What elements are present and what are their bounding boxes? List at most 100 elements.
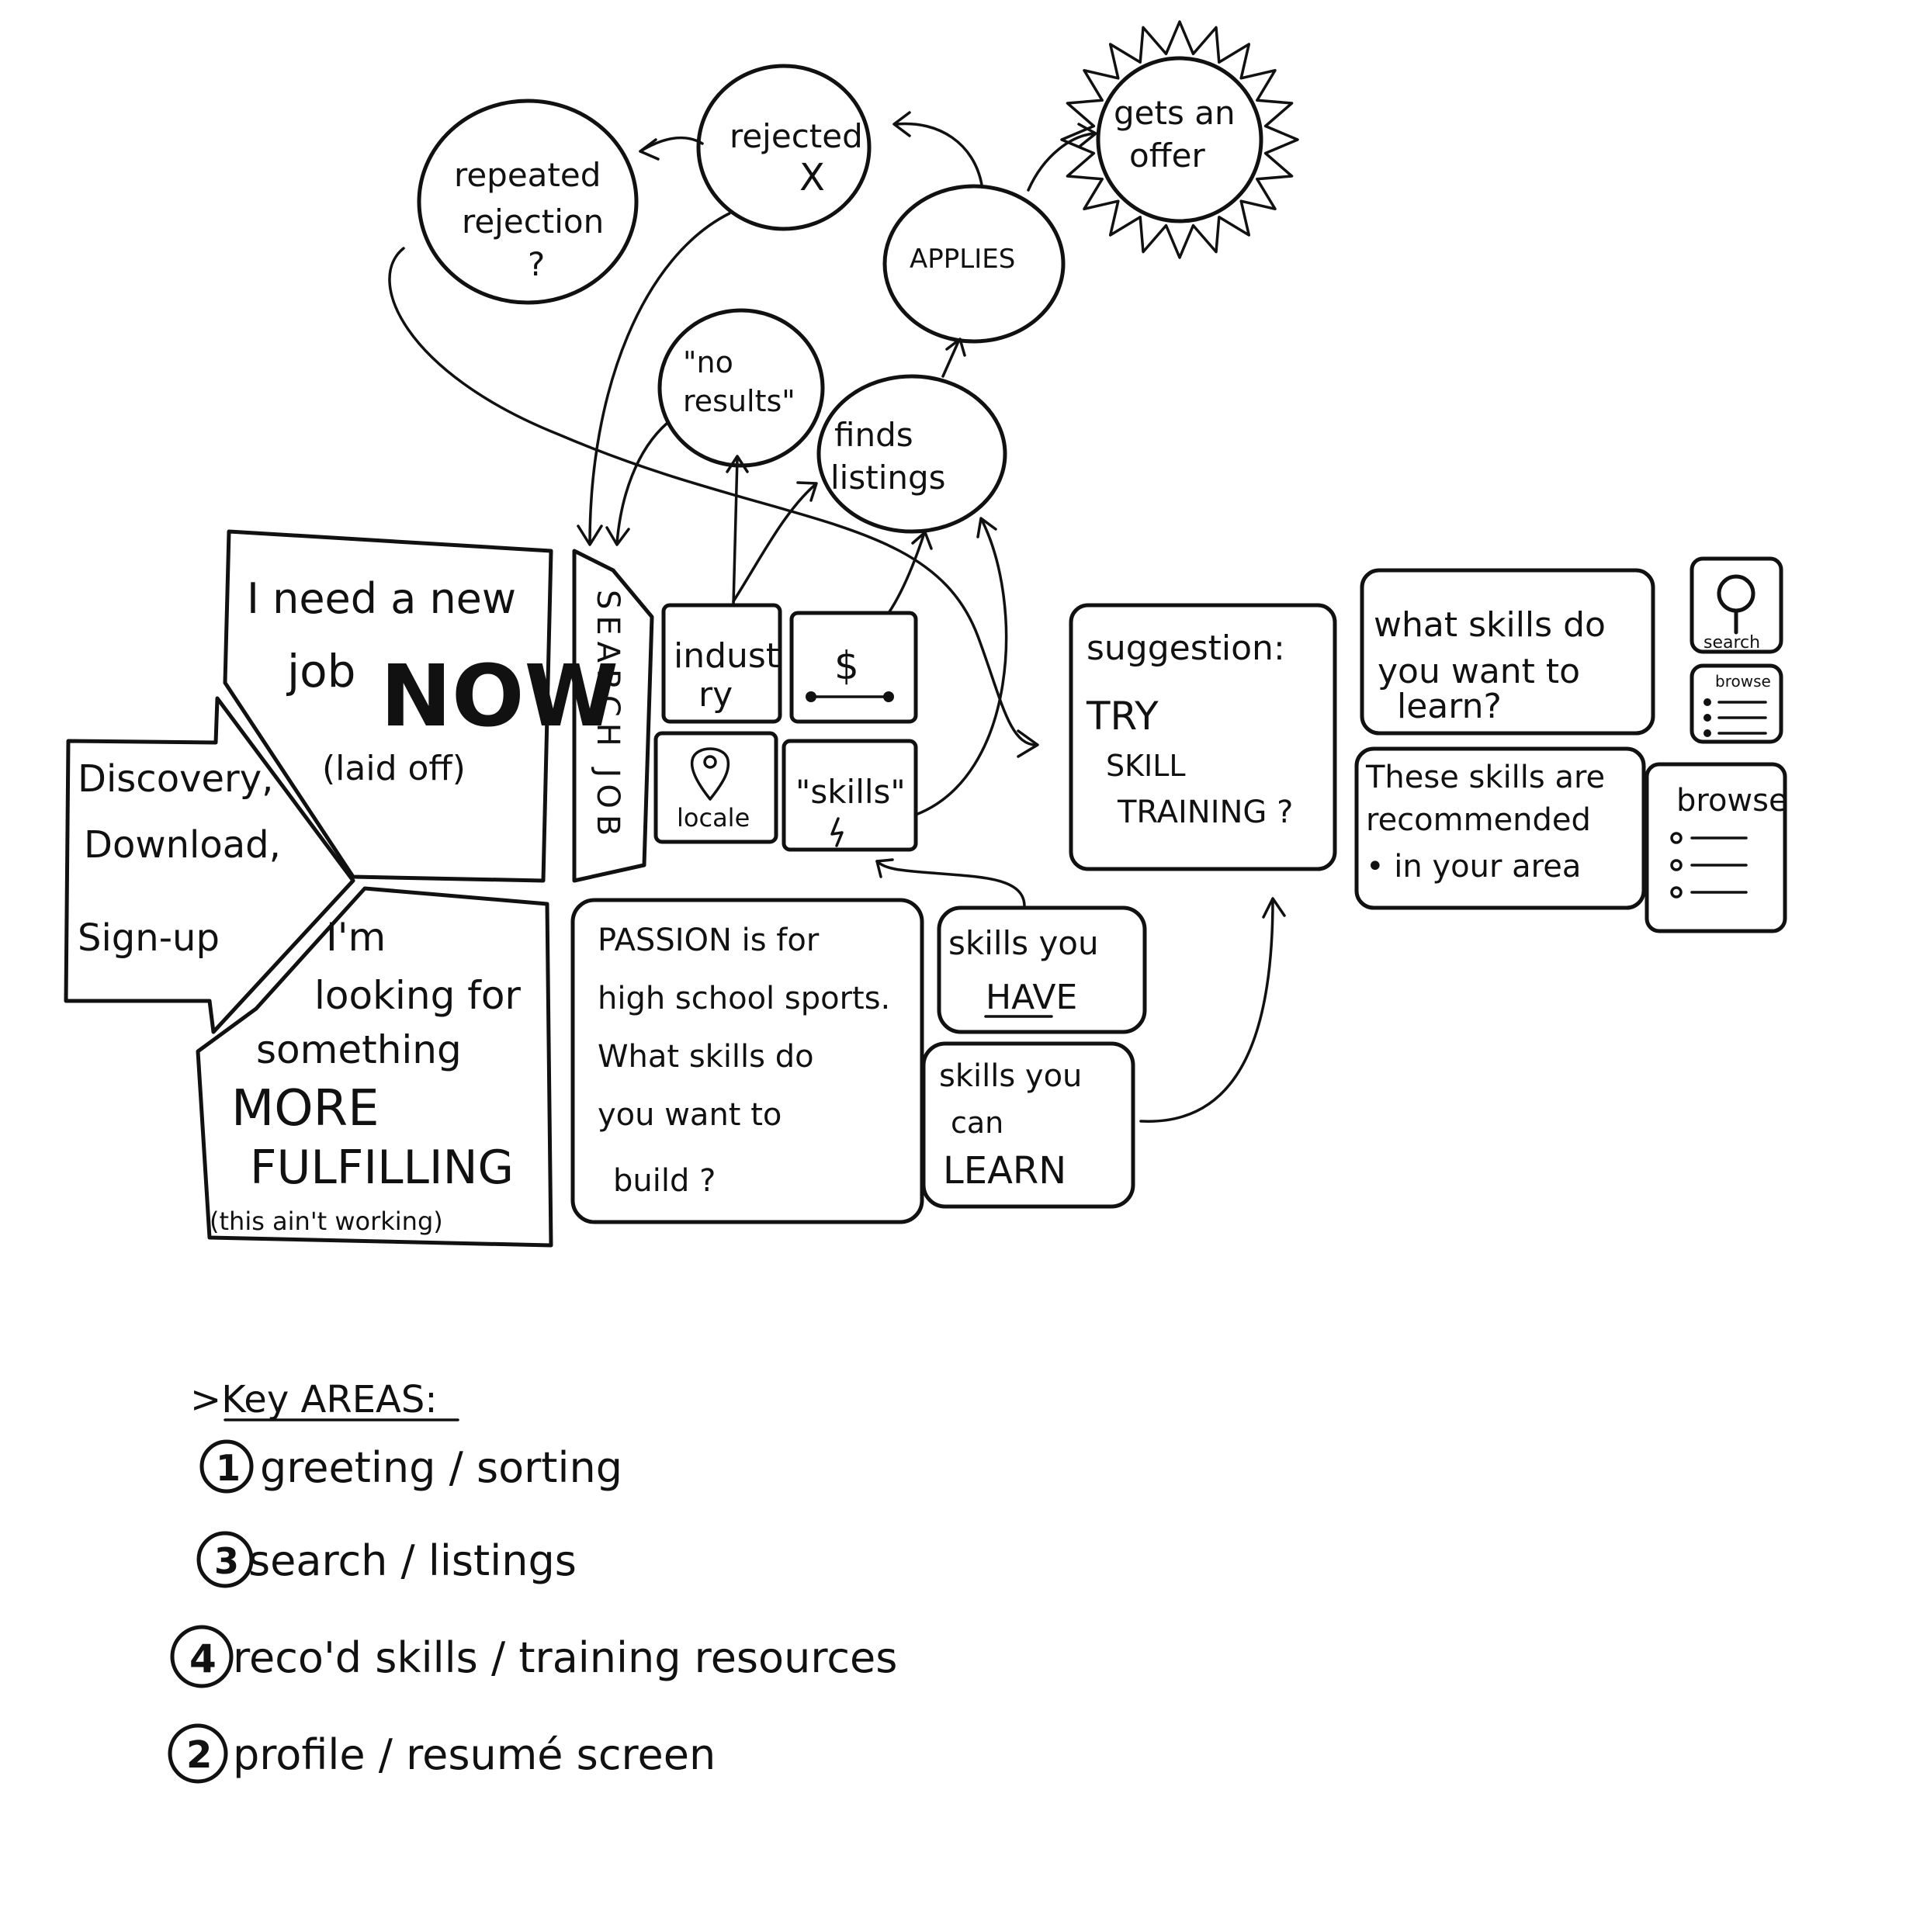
search-job-label: SEARCH JOB bbox=[590, 590, 626, 842]
search-job-button[interactable]: SEARCH JOB bbox=[572, 549, 654, 883]
rejected-text: rejected bbox=[730, 117, 863, 155]
skills-filter-tile[interactable]: "skills" bbox=[782, 739, 918, 852]
industry-label-2: ry bbox=[698, 675, 733, 715]
key-item-4-number: 4 bbox=[189, 1636, 217, 1681]
recommended-line1: These skills are bbox=[1365, 760, 1605, 795]
filter-tiles: indust ry $ locale "skills" bbox=[653, 603, 918, 852]
offer-text-1: gets an bbox=[1114, 94, 1236, 132]
browse-small-tile[interactable]: browse bbox=[1690, 663, 1783, 744]
key-item-1-number: 1 bbox=[216, 1447, 241, 1489]
need-job-line1: I need a new bbox=[247, 574, 516, 623]
discovery-text-3: Sign-up bbox=[78, 916, 220, 960]
skills-label: "skills" bbox=[795, 773, 906, 811]
key-item-4: 4 reco'd skills / training resources bbox=[170, 1625, 897, 1688]
key-item-4-text: reco'd skills / training resources bbox=[233, 1633, 897, 1682]
industry-label-1: indust bbox=[674, 636, 779, 676]
sunburst-rays bbox=[1060, 20, 1299, 259]
skills-have-line2: HAVE bbox=[986, 978, 1077, 1017]
fulfilling-line1: I'm bbox=[326, 915, 386, 960]
passion-line3: What skills do bbox=[598, 1039, 814, 1075]
suggestion-line1: suggestion: bbox=[1087, 628, 1285, 668]
repeated-text-1: repeated bbox=[454, 156, 601, 194]
search-icon bbox=[1717, 574, 1755, 635]
skills-learn-line3: LEARN bbox=[943, 1149, 1066, 1193]
lightning-icon bbox=[830, 817, 844, 847]
rejected-x-icon: X bbox=[799, 156, 825, 199]
finds-text-1: finds bbox=[834, 416, 913, 454]
no-results-bubble: "no results" bbox=[657, 308, 825, 468]
what-skills-line2: you want to bbox=[1378, 652, 1580, 691]
offer-text-2: offer bbox=[1129, 137, 1205, 175]
need-job-now: NOW bbox=[380, 646, 619, 746]
what-skills-panel[interactable] bbox=[1360, 568, 1655, 736]
key-item-3-text: search / listings bbox=[248, 1536, 577, 1585]
list-icon-small bbox=[1703, 698, 1767, 737]
suggestion-panel[interactable] bbox=[1069, 603, 1337, 871]
skills-learn-line1: skills you bbox=[939, 1058, 1082, 1094]
locale-filter-tile[interactable]: locale bbox=[653, 731, 778, 844]
gets-offer-bubble: gets an offer bbox=[1060, 20, 1299, 259]
salary-filter-tile[interactable]: $ bbox=[789, 611, 918, 724]
finds-listings-bubble: finds listings bbox=[816, 374, 1007, 534]
browse-tile[interactable]: browse bbox=[1645, 762, 1788, 933]
fulfilling-panel[interactable]: I'm looking for something MORE FULFILLIN… bbox=[196, 886, 553, 1248]
suggestion-line3: SKILL bbox=[1106, 749, 1186, 783]
need-job-note: (laid off) bbox=[322, 749, 466, 788]
repeated-rejection-bubble: repeated rejection ? bbox=[417, 99, 639, 305]
recommended-line3: • in your area bbox=[1366, 849, 1581, 885]
key-item-3: 3 search / listings bbox=[196, 1531, 577, 1588]
suggestion-line2: TRY bbox=[1086, 694, 1159, 739]
key-item-2: 2 profile / resumé screen bbox=[168, 1723, 716, 1784]
browse-label: browse bbox=[1676, 783, 1788, 819]
key-item-3-number: 3 bbox=[214, 1540, 239, 1582]
need-job-line2: job bbox=[286, 645, 355, 698]
applies-text: APPLIES bbox=[910, 244, 1015, 275]
discovery-text-1: Discovery, bbox=[78, 757, 273, 801]
no-results-text-1: "no bbox=[683, 345, 733, 379]
flow-arrows bbox=[388, 111, 1286, 1123]
salary-slider-icon bbox=[806, 691, 894, 702]
recommended-skills-panel[interactable] bbox=[1354, 746, 1646, 910]
repeated-text-2: rejection bbox=[462, 203, 604, 241]
passion-line2: high school sports. bbox=[598, 981, 890, 1016]
recommended-line2: recommended bbox=[1366, 802, 1591, 838]
no-results-text-2: results" bbox=[683, 384, 795, 418]
fulfilling-more: MORE bbox=[231, 1080, 380, 1137]
passion-line5: build ? bbox=[613, 1163, 716, 1199]
search-tile-label: search bbox=[1703, 633, 1760, 653]
fulfilling-line2: looking for bbox=[314, 973, 521, 1018]
skills-have-line1: skills you bbox=[948, 924, 1099, 962]
industry-filter-tile[interactable]: indust ry bbox=[661, 603, 782, 724]
key-title: >Key AREAS: bbox=[190, 1378, 438, 1421]
skills-learn-button[interactable] bbox=[921, 1041, 1135, 1209]
key-item-1: 1 greeting / sorting bbox=[199, 1439, 622, 1494]
suggestion-line4: TRAINING ? bbox=[1117, 795, 1293, 830]
discovery-text-2: Download, bbox=[84, 823, 281, 867]
need-job-now-panel[interactable]: I need a new job NOW (laid off) bbox=[223, 529, 619, 883]
sunburst-icon bbox=[1060, 20, 1299, 259]
discovery-block: Discovery, Download, Sign-up bbox=[64, 696, 355, 1034]
passion-line4: you want to bbox=[598, 1097, 782, 1133]
list-icon bbox=[1670, 832, 1748, 898]
salary-dollar-icon: $ bbox=[834, 643, 859, 688]
skills-learn-line2: can bbox=[951, 1106, 1003, 1140]
skills-have-button[interactable] bbox=[937, 905, 1147, 1034]
fulfilling-line3: something bbox=[256, 1027, 462, 1072]
passion-line1: PASSION is for bbox=[598, 923, 820, 958]
key-item-2-text: profile / resumé screen bbox=[233, 1730, 716, 1779]
rejected-bubble: rejected X bbox=[696, 64, 872, 231]
what-skills-line3: learn? bbox=[1397, 687, 1502, 726]
key-item-2-number: 2 bbox=[186, 1733, 212, 1777]
fulfilling-note: (this ain't working) bbox=[210, 1207, 443, 1236]
browse-small-label: browse bbox=[1715, 672, 1771, 691]
what-skills-line1: what skills do bbox=[1374, 605, 1606, 645]
location-pin-icon bbox=[690, 747, 730, 801]
search-tile[interactable]: search bbox=[1690, 556, 1783, 654]
key-item-1-text: greeting / sorting bbox=[260, 1443, 622, 1492]
key-areas-legend: >Key AREAS: 1 greeting / sorting 3 searc… bbox=[168, 1378, 897, 1784]
locale-label: locale bbox=[677, 803, 750, 833]
finds-text-2: listings bbox=[830, 459, 946, 497]
repeated-text-3: ? bbox=[528, 245, 545, 283]
applies-bubble: APPLIES bbox=[882, 184, 1066, 344]
